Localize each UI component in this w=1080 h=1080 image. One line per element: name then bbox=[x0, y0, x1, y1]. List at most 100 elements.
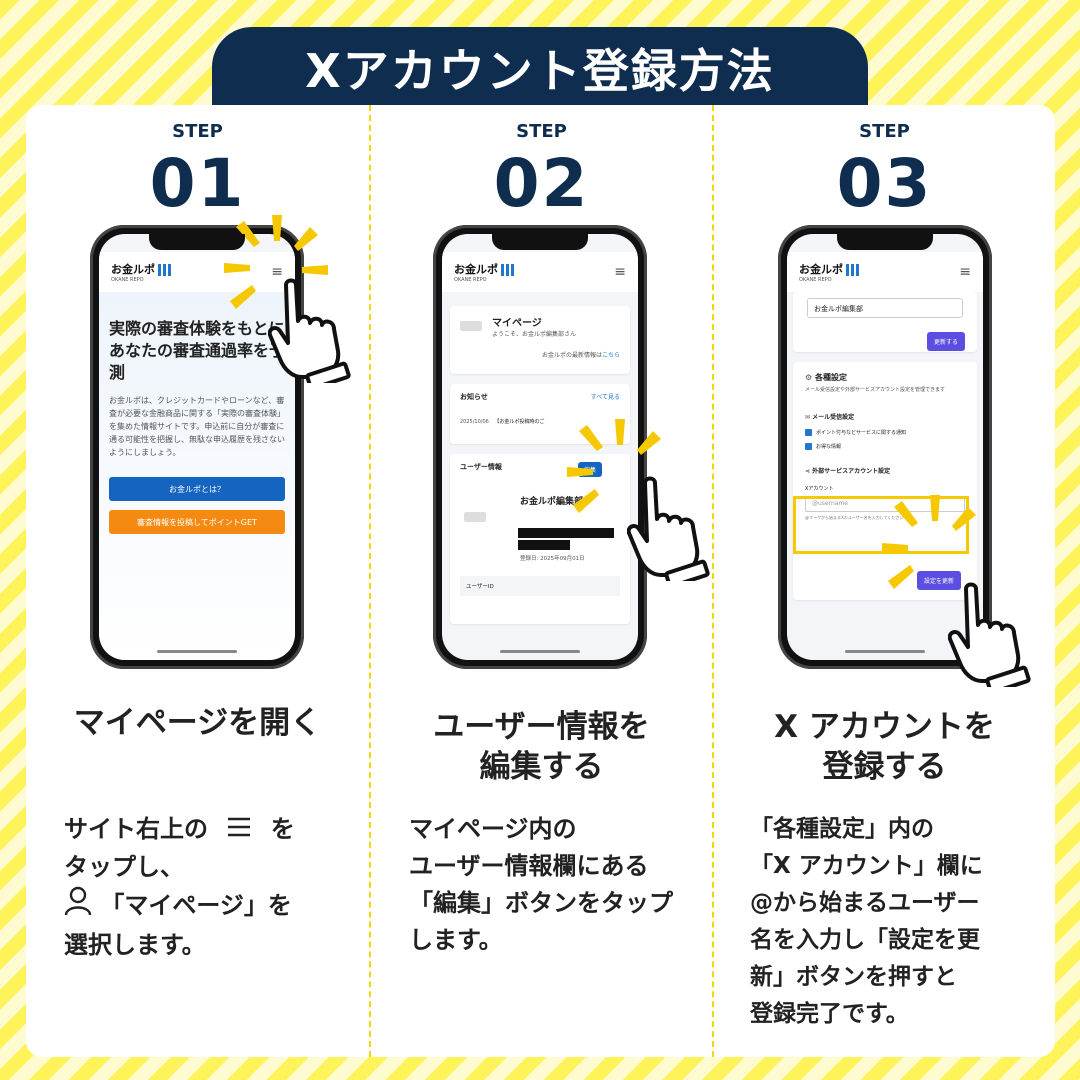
user-name: お金ルポ編集部 bbox=[520, 497, 584, 507]
logo-chart-icon bbox=[158, 264, 174, 276]
logo-subtext: OKANE REPO bbox=[799, 277, 832, 283]
hero-text: お金ルポは、クレジットカードやローンなど、審査が必要な金融商品に関する「実際の審… bbox=[109, 396, 285, 457]
about-button[interactable]: お金ルポとは？ bbox=[109, 477, 285, 501]
name-input[interactable]: お金ルポ編集部 bbox=[807, 298, 963, 318]
pointing-hand-icon bbox=[268, 278, 351, 383]
mail-settings-title: ✉ メール受信設定 bbox=[805, 412, 965, 421]
mypage-card: マイページ ようこそ、お金ルポ編集部さん お金ルポの最新情報はこちら bbox=[450, 306, 630, 374]
x-account-label: Xアカウント bbox=[805, 486, 834, 492]
site-logo[interactable]: お金ルポ OKANE REPO bbox=[799, 261, 862, 283]
logo-text: お金ルポ bbox=[111, 263, 155, 276]
app-header: お金ルポ OKANE REPO ≡ bbox=[787, 252, 983, 292]
latest-info-link[interactable]: こちら bbox=[601, 352, 620, 359]
mypage-title: マイページ bbox=[492, 318, 542, 329]
step-1-heading: マイページを開く bbox=[73, 705, 322, 741]
checkbox-checked-icon[interactable] bbox=[805, 429, 812, 436]
desc-text: を bbox=[270, 815, 295, 843]
desc-text: @から始まるユーザー bbox=[750, 890, 980, 916]
logo-subtext: OKANE REPO bbox=[454, 277, 487, 283]
redacted-block bbox=[518, 528, 614, 538]
desc-text: 「マイページ」を bbox=[100, 891, 292, 919]
user-info-title: ユーザー情報 bbox=[460, 463, 502, 471]
save-settings-button[interactable]: 設定を更新 bbox=[916, 571, 961, 590]
step-1-column: STEP 01 お金ルポ OKANE REPO ≡ 実際の審査体験をもとにあなた… bbox=[26, 105, 369, 1057]
phone-notch bbox=[837, 234, 933, 250]
step-3-screen: お金ルポ OKANE REPO ≡ お金ルポ編集部 更新する ⚙ 各種設定 メー… bbox=[787, 234, 983, 660]
redacted-block bbox=[518, 540, 570, 550]
mail-option-label: お得な情報 bbox=[816, 444, 842, 450]
edit-button[interactable]: 編集 bbox=[578, 462, 603, 477]
news-all-link[interactable]: すべて見る bbox=[590, 394, 620, 401]
step-3-column: STEP 03 お金ルポ OKANE REPO ≡ お金ルポ編集部 更新する bbox=[712, 105, 1055, 1057]
step-3-number: 03 bbox=[836, 145, 933, 222]
settings-subtitle: メール受信設定や外部サービスアカウント設定を管理できます bbox=[805, 387, 946, 393]
logo-subtext: OKANE REPO bbox=[111, 277, 144, 283]
step-2-column: STEP 02 お金ルポ OKANE REPO ≡ マイページ bbox=[369, 105, 712, 1057]
news-date: 2025/10/06 bbox=[460, 419, 489, 425]
profile-edit-card: お金ルポ編集部 更新する bbox=[793, 292, 977, 352]
site-logo[interactable]: お金ルポ OKANE REPO bbox=[454, 261, 517, 283]
step-3-phone: お金ルポ OKANE REPO ≡ お金ルポ編集部 更新する ⚙ 各種設定 メー… bbox=[778, 225, 992, 669]
step-2-heading: ユーザー情報を 編集する bbox=[371, 707, 712, 787]
post-review-button[interactable]: 審査情報を投稿してポイントGET bbox=[109, 510, 285, 534]
desc-text: 選択します。 bbox=[64, 930, 206, 959]
step-3-label: STEP bbox=[859, 121, 910, 142]
desc-text: タップし、 bbox=[64, 852, 184, 881]
pointing-hand-icon bbox=[948, 582, 1031, 687]
desc-text: マイページ内の bbox=[409, 815, 577, 843]
news-item[interactable]: 2025/10/06 【お金ルポ投稿時のご bbox=[460, 418, 620, 425]
user-id-label: ユーザーID bbox=[466, 584, 494, 590]
heading-line: 編集する bbox=[479, 749, 604, 785]
title-banner: Xアカウント登録方法 bbox=[212, 27, 868, 109]
steps-panel: STEP 01 お金ルポ OKANE REPO ≡ 実際の審査体験をもとにあなた… bbox=[26, 105, 1055, 1057]
phone-notch bbox=[149, 234, 245, 250]
checkbox-checked-icon[interactable] bbox=[805, 443, 812, 450]
step-2-description: マイページ内の ユーザー情報欄にある 「編集」ボタンをタップ します。 bbox=[409, 811, 673, 959]
step-1-number: 01 bbox=[149, 145, 246, 222]
latest-info-text: お金ルポの最新情報は bbox=[541, 352, 602, 359]
settings-title: ⚙ 各種設定 bbox=[805, 372, 965, 383]
hamburger-menu-icon[interactable]: ≡ bbox=[959, 264, 971, 280]
registered-date: 登録日: 2025年09月01日 bbox=[520, 556, 585, 562]
home-indicator bbox=[845, 650, 925, 653]
desc-text: サイト右上の bbox=[64, 815, 208, 843]
desc-text: します。 bbox=[409, 926, 503, 954]
step-3-description: 「各種設定」内の 「X アカウント」欄に @から始まるユーザー 名を入力し「設定… bbox=[750, 811, 983, 1033]
hamburger-menu-icon[interactable]: ≡ bbox=[271, 264, 283, 280]
logo-text: お金ルポ bbox=[799, 263, 843, 276]
mail-option-2[interactable]: お得な情報 bbox=[805, 443, 965, 450]
news-text: 【お金ルポ投稿時のご bbox=[494, 419, 545, 425]
step-1-description: サイト右上の を タップし、 「マイページ」を 選択します。 bbox=[64, 811, 295, 964]
settings-title-text: 各種設定 bbox=[814, 373, 847, 382]
desc-text: 登録完了です。 bbox=[750, 1001, 909, 1027]
home-indicator bbox=[500, 650, 580, 653]
step-1-phone: お金ルポ OKANE REPO ≡ 実際の審査体験をもとにあなたの審査通過率を予… bbox=[90, 225, 304, 669]
desc-text: ユーザー情報欄にある bbox=[409, 852, 649, 880]
mail-option-label: ポイント付与などサービスに関する通知 bbox=[816, 430, 907, 436]
external-accounts-title: ⋖ 外部サービスアカウント設定 bbox=[805, 466, 965, 475]
step-2-screen: お金ルポ OKANE REPO ≡ マイページ ようこそ、お金ルポ編集部さん bbox=[442, 234, 638, 660]
step-2-phone: お金ルポ OKANE REPO ≡ マイページ ようこそ、お金ルポ編集部さん bbox=[433, 225, 647, 669]
desc-text: 新」ボタンを押すと bbox=[750, 964, 957, 990]
user-avatar bbox=[464, 512, 486, 522]
step-3-heading: X アカウントを 登録する bbox=[714, 707, 1055, 787]
step-2-number: 02 bbox=[493, 145, 590, 222]
hamburger-menu-icon bbox=[226, 812, 252, 849]
site-logo[interactable]: お金ルポ OKANE REPO bbox=[111, 261, 174, 283]
page-title: Xアカウント登録方法 bbox=[305, 44, 775, 98]
mypage-welcome: ようこそ、お金ルポ編集部さん bbox=[492, 331, 577, 338]
logo-chart-icon bbox=[501, 264, 517, 276]
news-title: お知らせ bbox=[460, 393, 488, 401]
share-icon: ⋖ bbox=[805, 468, 811, 475]
update-profile-button[interactable]: 更新する bbox=[926, 332, 965, 351]
app-header: お金ルポ OKANE REPO ≡ bbox=[442, 252, 638, 292]
step-1-screen: お金ルポ OKANE REPO ≡ 実際の審査体験をもとにあなたの審査通過率を予… bbox=[99, 234, 295, 660]
mail-title-text: メール受信設定 bbox=[812, 414, 855, 421]
latest-info: お金ルポの最新情報はこちら bbox=[460, 350, 620, 359]
mail-option-1[interactable]: ポイント付与などサービスに関する通知 bbox=[805, 429, 965, 436]
desc-text: 名を入力し「設定を更 bbox=[750, 927, 980, 953]
settings-card: ⚙ 各種設定 メール受信設定や外部サービスアカウント設定を管理できます ✉ メー… bbox=[793, 362, 977, 600]
avatar bbox=[460, 321, 482, 331]
external-title-text: 外部サービスアカウント設定 bbox=[812, 468, 891, 475]
hamburger-menu-icon[interactable]: ≡ bbox=[614, 264, 626, 280]
